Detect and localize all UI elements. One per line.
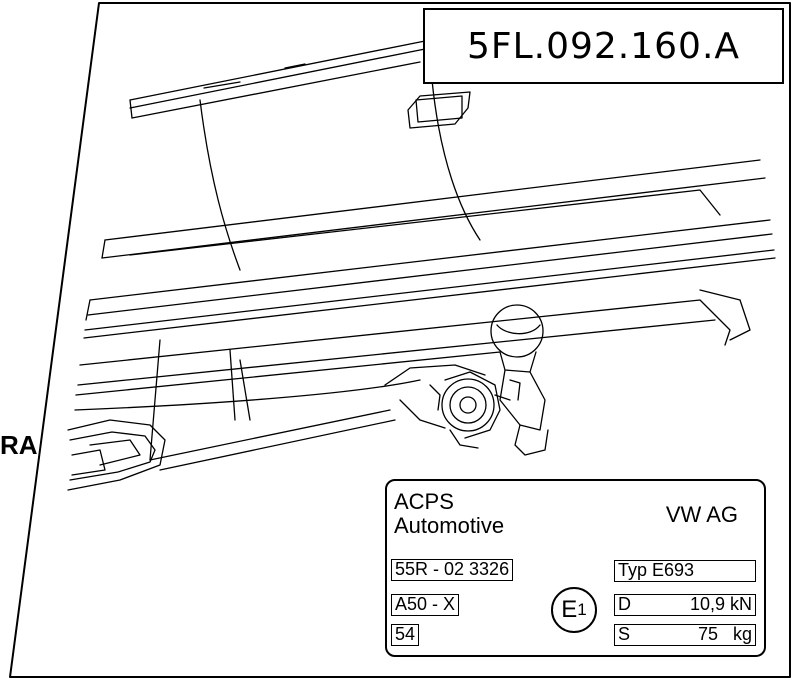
manufacturer-line-2: Automotive (394, 513, 505, 538)
type-value: E693 (652, 560, 695, 580)
drawing-frame (9, 2, 791, 678)
vehicle-lower-diffuser (67, 409, 396, 491)
d-label: D (618, 594, 631, 614)
part-number: 5FL.092.160.A (466, 25, 741, 67)
type-cell: Typ E693 (614, 560, 756, 582)
d-value: 10,9 (689, 594, 725, 614)
d-unit: kN (730, 594, 752, 614)
s-value-cell: S 75 kg (614, 624, 756, 646)
side-label: RA (0, 430, 38, 460)
vehicle-bumper (74, 189, 776, 461)
type-plate: ACPS Automotive VW AG 55R - 02 3326 A50 … (385, 479, 766, 657)
code-cell: 54 (391, 624, 420, 646)
vehicle-manufacturer: VW AG (665, 502, 738, 527)
towball-assembly (490, 304, 549, 456)
s-value: 75 (697, 624, 718, 644)
e-mark-country: 1 (577, 600, 587, 619)
vehicle-upper-body (101, 39, 766, 271)
type-label: Typ (618, 560, 648, 580)
part-number-box: 5FL.092.160.A (423, 8, 784, 84)
s-label: S (618, 624, 631, 644)
manufacturer-line-1: ACPS (394, 489, 454, 514)
e-mark-letter: E (561, 596, 578, 623)
s-unit: kg (732, 624, 752, 644)
d-value-cell: D 10,9 kN (614, 594, 756, 616)
approval-number-cell: 55R - 02 3326 (391, 559, 514, 581)
trailer-socket (384, 364, 511, 449)
class-cell: A50 - X (391, 594, 460, 616)
